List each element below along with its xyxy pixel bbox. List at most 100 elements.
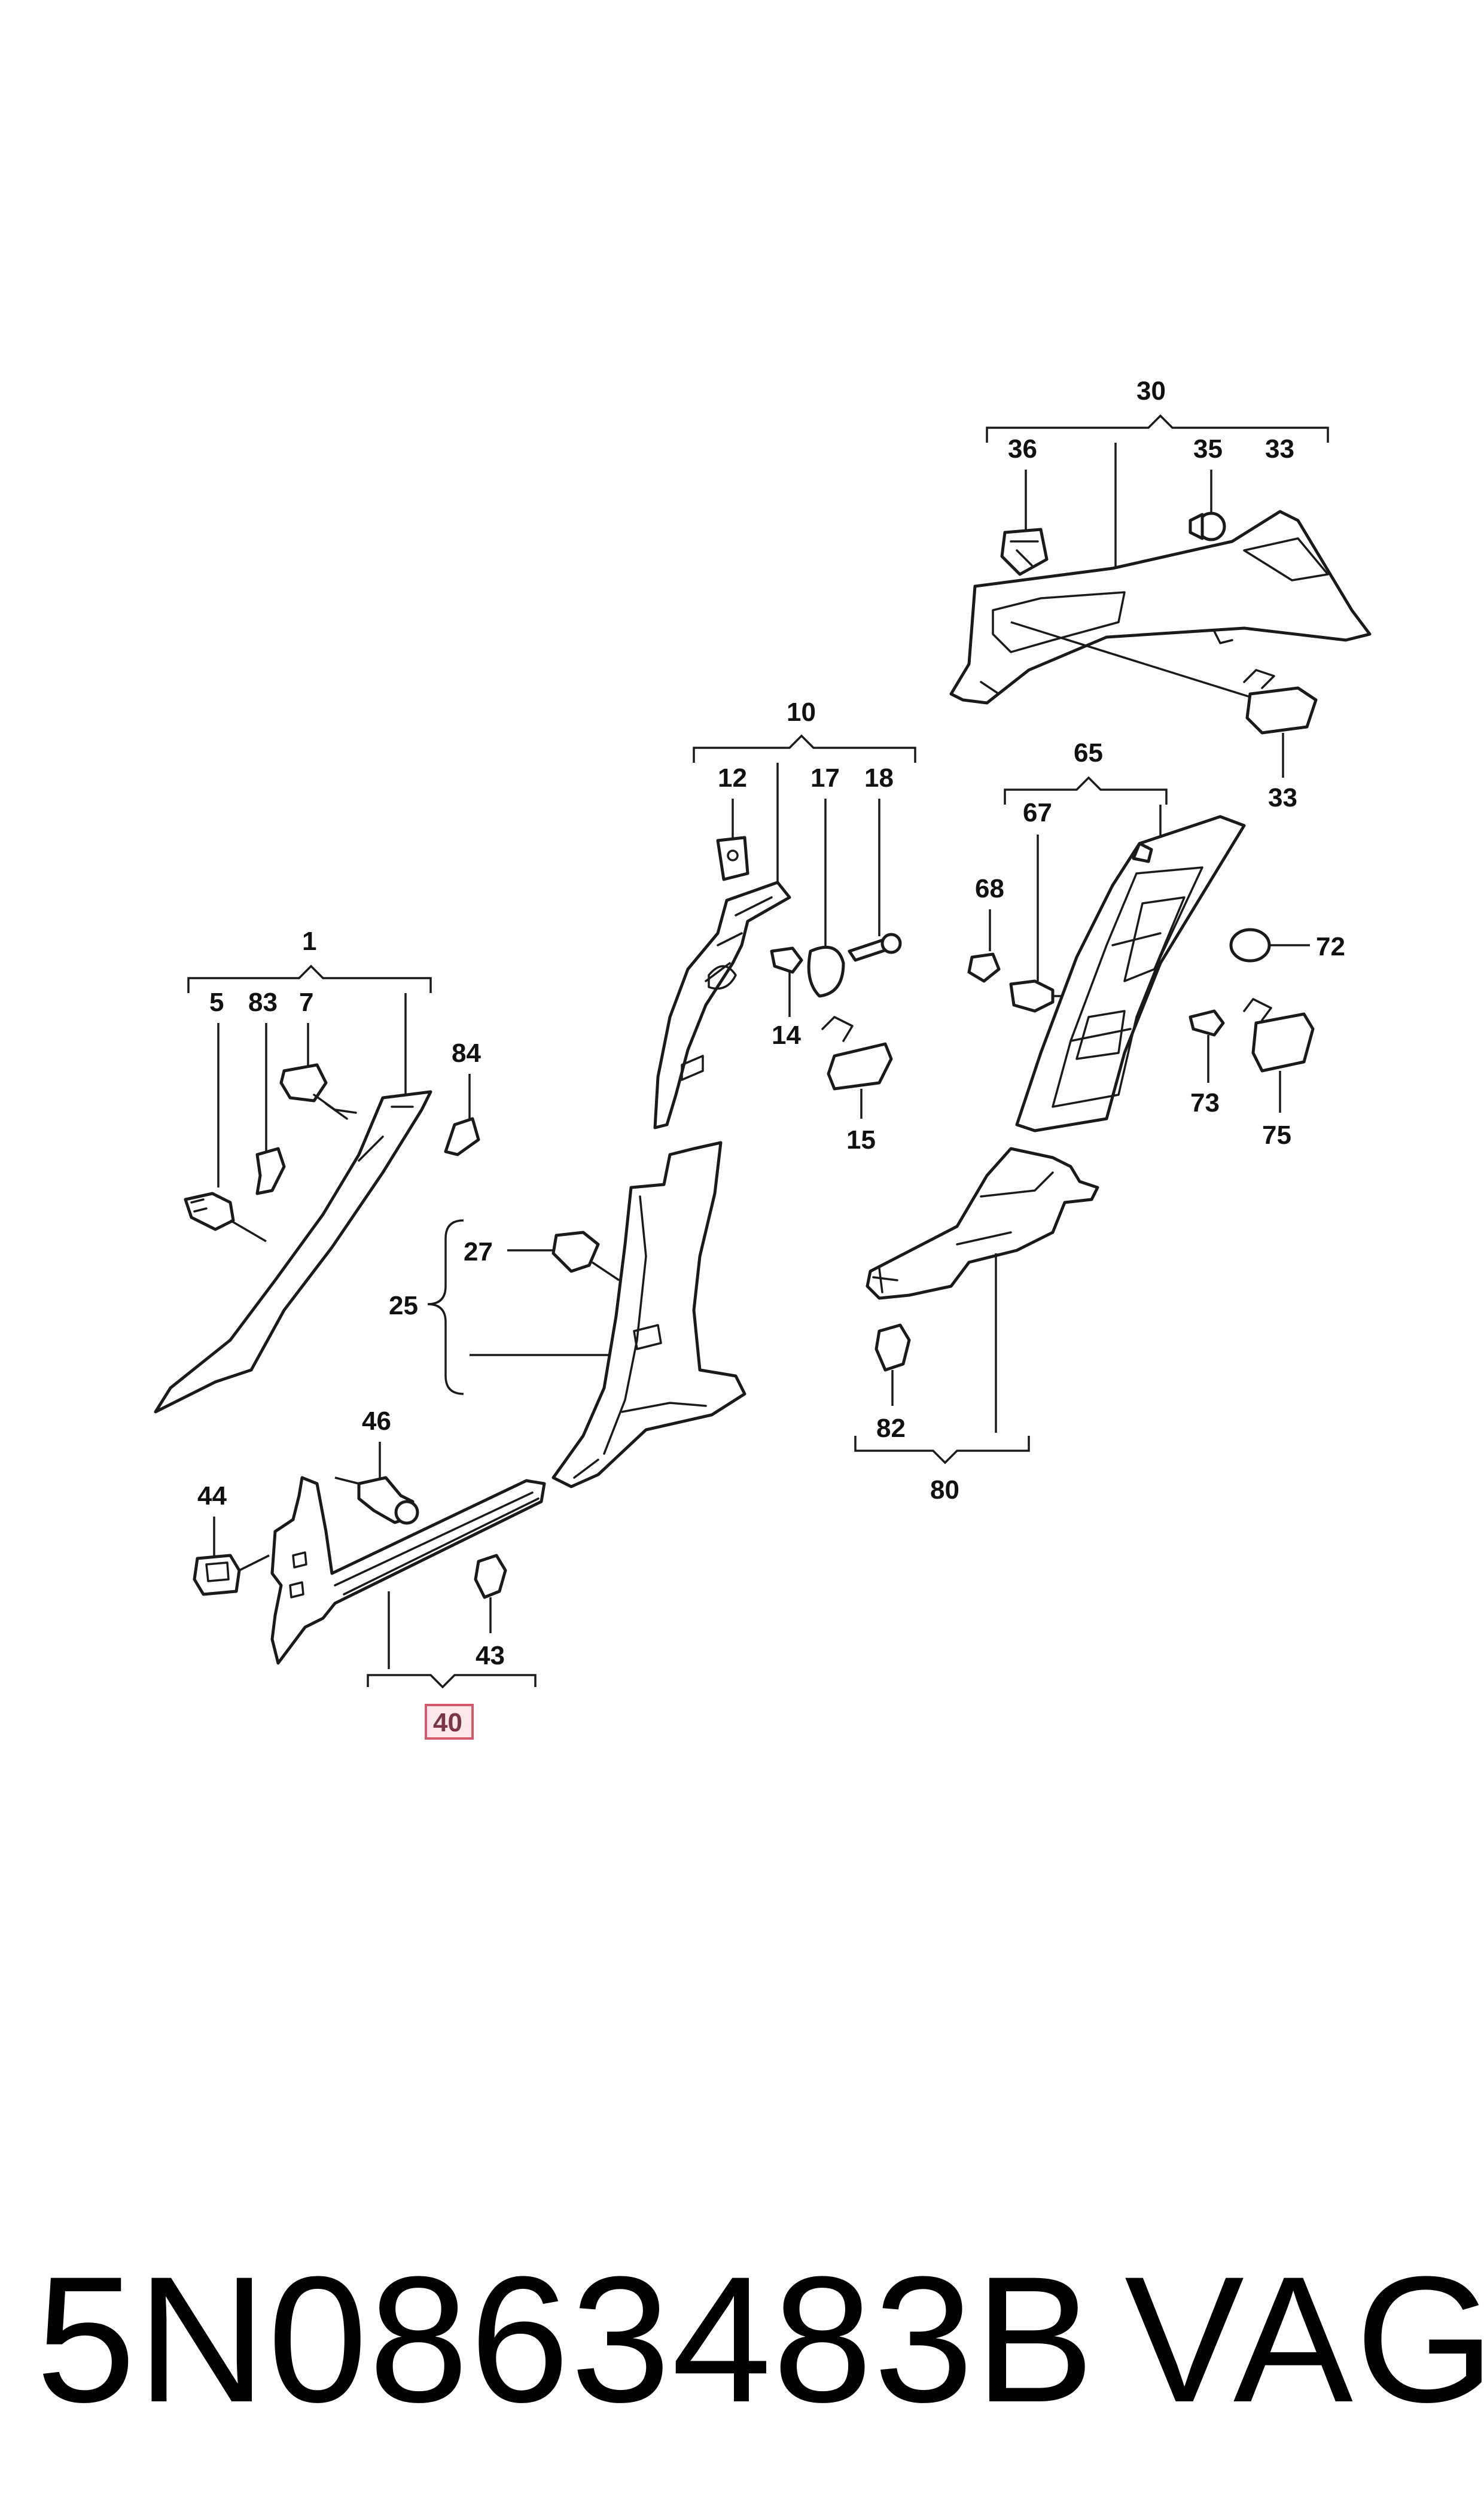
callout-12: 12 <box>718 763 747 793</box>
part-80-detail <box>872 1171 1054 1293</box>
callout-17: 17 <box>810 763 840 793</box>
part-12-clip <box>716 836 749 881</box>
brace-25 <box>427 1219 464 1395</box>
part-73-bolt <box>1189 1009 1225 1037</box>
bracket-30 <box>986 414 1329 443</box>
bracket-40 <box>367 1674 537 1689</box>
group-1: 1 5 83 7 84 <box>154 927 481 1414</box>
part-7-clip <box>279 1063 328 1103</box>
callout-40: 40 <box>433 1708 462 1737</box>
part-1-a-pillar-trim <box>154 1090 432 1414</box>
callout-46: 46 <box>362 1406 391 1436</box>
part-40-sill-trim <box>270 1476 546 1665</box>
part-25-b-pillar-lower-trim <box>551 1141 746 1488</box>
leader-46-dash <box>334 1476 359 1485</box>
part-35-screw-body <box>1189 513 1204 540</box>
leader-27b <box>592 1261 620 1281</box>
part-40-detail-holes <box>289 1551 307 1599</box>
part-65-detail-lines <box>1069 932 1162 1042</box>
part-15-clip <box>821 1016 854 1042</box>
group-80: 82 80 <box>854 1147 1099 1505</box>
part-83-clip <box>255 1147 286 1195</box>
callout-80: 80 <box>930 1475 959 1505</box>
callout-44: 44 <box>197 1481 227 1511</box>
part-30-detail-tab <box>980 630 1233 695</box>
callout-7: 7 <box>299 988 313 1017</box>
group-25: 25 27 <box>389 1141 746 1488</box>
group-30: 30 36 35 33 33 <box>949 376 1372 812</box>
callout-72: 72 <box>1316 932 1345 961</box>
callout-68: 68 <box>975 874 1004 903</box>
part-10-detail-slot <box>681 1055 704 1081</box>
callout-83: 83 <box>248 988 278 1017</box>
callout-67: 67 <box>1023 798 1052 827</box>
part-82-clip <box>874 1323 911 1372</box>
part-65-tab <box>1132 842 1153 863</box>
bracket-1 <box>187 964 432 993</box>
part-40-detail-strip <box>334 1491 540 1596</box>
part-68-screw <box>967 952 1001 983</box>
part-67-screw <box>1009 979 1055 1013</box>
part-15-cover <box>827 1042 893 1091</box>
part-46-clip-head <box>394 1500 419 1525</box>
callout-33-top: 33 <box>1265 434 1294 464</box>
part-84-clip <box>444 1117 480 1156</box>
part-80-trim <box>866 1147 1099 1300</box>
part-33-clip <box>1243 669 1275 689</box>
part-14-bolt <box>770 946 803 974</box>
group-40: 46 44 43 40 <box>193 1406 546 1740</box>
brand-label: VAG <box>1125 2239 1484 2440</box>
footer: 5N0863483B VAG <box>0 2213 1484 2465</box>
bracket-10 <box>693 734 916 763</box>
callout-73: 73 <box>1190 1088 1220 1118</box>
callout-75: 75 <box>1262 1121 1291 1150</box>
part-7-tail <box>313 1094 357 1120</box>
callout-40-highlight-box <box>425 1704 474 1740</box>
part-65-detail-outer <box>1052 866 1203 1108</box>
part-43-clip <box>474 1554 507 1599</box>
part-5-screw <box>184 1192 235 1231</box>
bracket-80 <box>854 1436 1030 1464</box>
group-65: 65 67 68 72 73 75 <box>967 738 1345 1150</box>
callout-25: 25 <box>389 1291 418 1320</box>
leader-44-trim <box>239 1554 270 1572</box>
part-25-detail-foot <box>573 1402 707 1479</box>
part-65-c-pillar-lower-trim <box>1015 815 1246 1132</box>
callout-36: 36 <box>1008 434 1037 464</box>
callout-15: 15 <box>846 1125 876 1155</box>
part-75-clip <box>1243 998 1272 1021</box>
callout-43: 43 <box>476 1641 505 1670</box>
part-25-detail-inner <box>603 1195 647 1455</box>
part-30-c-pillar-trim <box>949 510 1372 705</box>
part-44-clip <box>193 1554 241 1596</box>
part-1-detail-edge <box>358 1106 414 1162</box>
callout-1: 1 <box>302 927 316 956</box>
callout-5: 5 <box>209 988 224 1017</box>
leader-33-dashline <box>1010 621 1251 698</box>
callout-14: 14 <box>772 1021 801 1050</box>
callout-10: 10 <box>787 698 816 727</box>
callout-30: 30 <box>1136 376 1166 406</box>
part-36-clip <box>1000 528 1049 576</box>
part-12-hole <box>727 850 739 861</box>
callout-65: 65 <box>1074 738 1103 768</box>
part-75-cover <box>1251 1012 1315 1073</box>
part-25-detail-slot <box>633 1324 662 1350</box>
leader-5-to-trim <box>230 1219 267 1243</box>
callout-82: 82 <box>876 1414 906 1443</box>
callout-35: 35 <box>1193 434 1223 464</box>
callout-33-bottom: 33 <box>1268 783 1297 812</box>
part-27-clip <box>551 1231 600 1273</box>
part-36-detail <box>1010 540 1039 567</box>
part-33-cover <box>1245 686 1318 735</box>
parts-exploded-diagram: 30 36 35 33 33 10 12 17 18 <box>154 376 1372 1740</box>
part-44-detail <box>205 1561 230 1582</box>
part-10-b-pillar-trim <box>653 881 791 1129</box>
part-18-bolt-head <box>880 933 902 954</box>
part-5-thread <box>190 1198 208 1213</box>
part-17-cap <box>807 945 845 998</box>
part-10-detail-oval <box>708 965 737 990</box>
callout-18: 18 <box>864 763 894 793</box>
callout-84: 84 <box>452 1039 481 1068</box>
